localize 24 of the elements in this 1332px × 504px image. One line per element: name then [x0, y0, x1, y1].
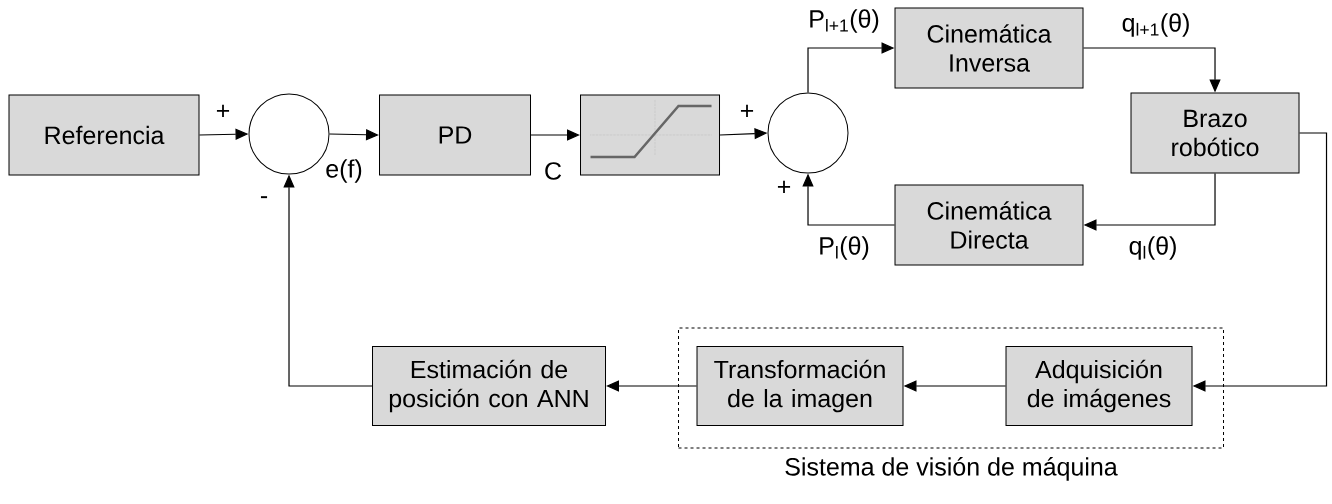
process-box: Adquisición de imágenes — [1005, 346, 1193, 426]
node-label: Sistema de visión de máquina — [785, 457, 1118, 481]
edge-label: P$_{l}$(θ) — [820, 236, 869, 260]
process-box: Referencia — [8, 94, 200, 176]
sign-label: + — [740, 104, 754, 117]
saturation-block — [580, 94, 720, 176]
edge-label: C — [545, 162, 562, 180]
arrow — [328, 129, 379, 141]
edge-label: q$_{l+1}$(θ) — [1122, 13, 1189, 37]
arrow — [530, 129, 580, 141]
summing-junction — [767, 92, 849, 174]
process-box: Brazo robótico — [1130, 92, 1300, 174]
process-box: Estimación de posición con ANN — [372, 346, 606, 426]
process-box: Transformación de la imagen — [696, 346, 904, 426]
process-box: Cinemática Inversa — [894, 7, 1084, 89]
process-box: Cinemática Directa — [894, 184, 1084, 266]
sign-label: + — [777, 180, 791, 193]
edge-label: P$_{l+1}$(θ) — [810, 9, 879, 33]
edge-label: q$_{l}$(θ) — [1129, 236, 1176, 260]
arrow — [606, 380, 698, 392]
sign-label: - — [260, 196, 268, 199]
edge-label: e(f) — [326, 159, 362, 183]
process-box: PD — [379, 94, 531, 176]
sign-label: + — [216, 104, 230, 117]
